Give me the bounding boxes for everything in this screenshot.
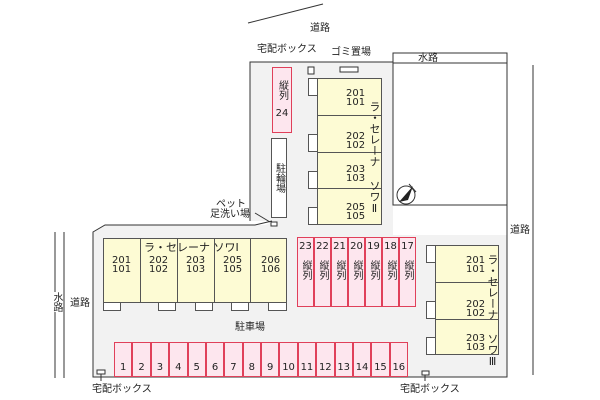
lot-border: [92, 62, 508, 378]
space-number: 10: [282, 362, 295, 373]
parking-space-2[interactable]: 2: [132, 342, 151, 377]
building-2-name: ラ・セレーナ ソワⅡ: [368, 101, 381, 215]
building-3-name: ラ・セレーナ ソワⅢ: [486, 254, 499, 368]
pet-wash-box: [270, 221, 278, 227]
waterway-top-box: [392, 52, 508, 64]
space-number: 9: [267, 362, 274, 373]
tandem-label: 縦列: [276, 80, 288, 100]
space-number: 3: [156, 362, 164, 373]
road-right-label: 道路: [510, 225, 530, 236]
space-number: 8: [248, 362, 255, 373]
delivery-box-left: [96, 369, 106, 375]
waterway-top-label: 水路: [418, 53, 438, 64]
parking-label: 駐車場: [235, 322, 265, 333]
lot-border-top: [249, 61, 393, 221]
delivery-box-left-label: 宅配ボックス: [92, 384, 152, 395]
building-1-entries: [103, 302, 287, 311]
space-number: 14: [355, 362, 369, 373]
parking-space-8[interactable]: 8: [242, 342, 261, 377]
top-road-line: [247, 3, 324, 24]
space-number: 12: [318, 362, 332, 373]
road-top-label: 道路: [310, 23, 330, 34]
space-number: 24: [275, 108, 289, 119]
waterway-left-label: 水路: [51, 292, 62, 312]
parking-space-6[interactable]: 6: [205, 342, 225, 377]
space-number: 4: [175, 362, 182, 373]
space-number: 13: [337, 362, 351, 373]
parking-space-16[interactable]: 16: [389, 342, 408, 377]
space-number: 5: [193, 362, 200, 373]
parking-space-13[interactable]: 13: [334, 342, 353, 377]
pet-wash-label-2: 足洗い場: [210, 209, 250, 220]
building-1-name: ラ・セレーナ ソワⅠ: [144, 241, 239, 254]
parking-space-1[interactable]: 1: [114, 342, 133, 377]
road-left-label: 道路: [70, 298, 90, 309]
parking-space-12[interactable]: 12: [316, 342, 335, 377]
delivery-box-top: [307, 66, 315, 75]
space-number: 7: [230, 362, 237, 373]
space-number: 11: [300, 362, 314, 373]
parking-space-3[interactable]: 3: [150, 342, 170, 377]
garbage-label: ゴミ置場: [331, 47, 371, 58]
space-number: 16: [392, 362, 406, 373]
parking-space-4[interactable]: 4: [169, 342, 188, 377]
pet-wash-label-1: ペット: [216, 199, 246, 210]
parking-space-9[interactable]: 9: [261, 342, 280, 377]
delivery-box-right: [421, 370, 430, 376]
bicycle-parking: 駐輪場: [271, 138, 287, 218]
parking-space-10[interactable]: 10: [279, 342, 298, 377]
space-number: 15: [374, 362, 387, 373]
space-number: 2: [138, 362, 145, 373]
parking-space-5[interactable]: 5: [187, 342, 206, 377]
parking-space-11[interactable]: 11: [297, 342, 317, 377]
parking-space-7[interactable]: 7: [224, 342, 243, 377]
garbage-box: [339, 66, 359, 73]
pet-wash-leader: [254, 212, 271, 223]
parking-space-24[interactable]: 縦列 24: [272, 67, 292, 133]
delivery-box-top-label: 宅配ボックス: [257, 44, 317, 55]
compass-icon: [396, 183, 417, 205]
space-number: 1: [120, 362, 127, 373]
parking-space-14[interactable]: 14: [352, 342, 372, 377]
parking-space-15[interactable]: 15: [371, 342, 390, 377]
delivery-box-right-label: 宅配ボックス: [400, 384, 460, 395]
space-number: 6: [211, 362, 219, 373]
